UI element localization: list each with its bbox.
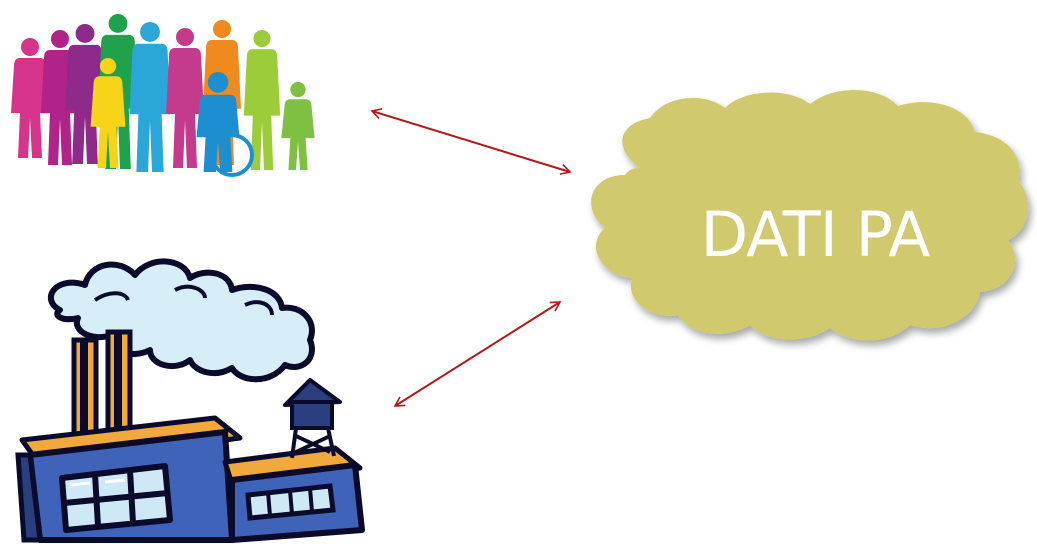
person-silhouette (90, 58, 126, 168)
factory-icon (15, 258, 365, 543)
person-silhouette (243, 30, 281, 170)
cloud-label: DATI PA (700, 198, 931, 271)
person-silhouette (11, 38, 49, 158)
person-silhouette (65, 24, 105, 164)
person-silhouette (281, 82, 315, 170)
data-cloud-shape (591, 89, 1029, 341)
person-silhouette (129, 22, 171, 172)
water-tower (283, 378, 342, 459)
person-silhouette (196, 72, 240, 172)
arrow-people-to-data (370, 108, 572, 175)
wheelchair-wheel (210, 133, 254, 177)
arrow-factory-to-data (393, 301, 562, 407)
person-silhouette (166, 28, 204, 168)
people-group-icon (11, 14, 315, 177)
